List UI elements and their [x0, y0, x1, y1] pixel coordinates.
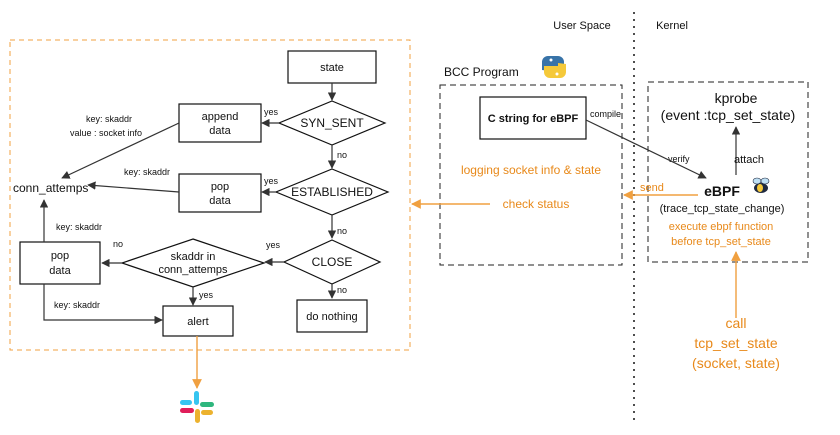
pop1-line2: data: [209, 195, 231, 207]
execute-line1: execute ebpf function: [669, 221, 774, 233]
ebpf-bee-icon: [752, 177, 770, 193]
compile-arrow: [585, 119, 707, 179]
pop-bottom-to-alert-arrow: [43, 284, 163, 325]
ebpf-label: eBPF: [704, 183, 740, 199]
kernel-label: Kernel: [656, 20, 688, 32]
pop-data-box-bottom: [19, 241, 101, 285]
skaddr-check-line2: conn_attemps: [158, 264, 228, 276]
state-label: state: [320, 62, 344, 74]
pop1-line1: pop: [211, 181, 229, 193]
c-string-box: [479, 96, 587, 140]
pop1-key-label: key: skaddr: [124, 167, 170, 177]
synsent-yes-label: yes: [264, 107, 279, 117]
skaddr-yes-label: yes: [199, 290, 214, 300]
synsent-no-label: no: [337, 150, 347, 160]
append-line2: data: [209, 125, 231, 137]
send-label: send: [640, 182, 664, 194]
established-label: ESTABLISHED: [291, 185, 373, 199]
bcc-program-region: [439, 84, 623, 266]
ebpf-sub-label: (trace_tcp_state_change): [660, 203, 785, 215]
close-yes-label: yes: [266, 240, 281, 250]
append-to-conn-arrow: [61, 122, 180, 179]
do-nothing-box: [296, 299, 368, 333]
conn-attemps-label: conn_attemps: [13, 181, 88, 195]
skaddr-check-line1: skaddr in: [171, 251, 216, 263]
slack-logo-icon: [180, 391, 214, 423]
close-no-label: no: [337, 285, 347, 295]
alert-key-label: key: skaddr: [54, 300, 100, 310]
close-label: CLOSE: [312, 255, 353, 269]
user-space-label: User Space: [553, 20, 610, 32]
bcc-program-title: BCC Program: [444, 65, 519, 79]
logging-label: logging socket info & state: [461, 163, 601, 177]
established-no-label: no: [337, 226, 347, 236]
call-line3: (socket, state): [692, 355, 780, 371]
skaddr-check-diamond: [120, 238, 266, 288]
kprobe-label: kprobe: [715, 90, 758, 106]
verify-label: verify: [668, 154, 690, 164]
alert-label: alert: [187, 316, 208, 328]
python-logo-icon: [542, 56, 566, 78]
append-value-label: value : socket info: [70, 128, 142, 138]
do-nothing-label: do nothing: [306, 311, 357, 323]
pop2-line2: data: [49, 265, 71, 277]
check-status-label: check status: [503, 197, 570, 211]
established-yes-label: yes: [264, 176, 279, 186]
pop2-line1: pop: [51, 250, 69, 262]
alert-box: [162, 305, 234, 337]
append-line1: append: [202, 111, 239, 123]
pop-data-box-top: [178, 173, 262, 213]
append-key-label: key: skaddr: [86, 114, 132, 124]
call-line2: tcp_set_state: [694, 335, 777, 351]
call-line1: call: [725, 315, 746, 331]
flowchart-region: [9, 39, 411, 351]
execute-line2: before tcp_set_state: [671, 236, 771, 248]
attach-label: attach: [734, 154, 764, 166]
skaddr-no-label: no: [113, 239, 123, 249]
pop-to-conn-arrow: [87, 181, 180, 193]
append-data-box: [178, 103, 262, 143]
c-string-label: C string for eBPF: [488, 113, 579, 125]
kernel-region: [647, 81, 809, 263]
syn-sent-label: SYN_SENT: [300, 116, 364, 130]
pop2-key-label: key: skaddr: [56, 222, 102, 232]
compile-label: compile: [590, 109, 621, 119]
kprobe-event-label: (event :tcp_set_state): [661, 107, 796, 123]
